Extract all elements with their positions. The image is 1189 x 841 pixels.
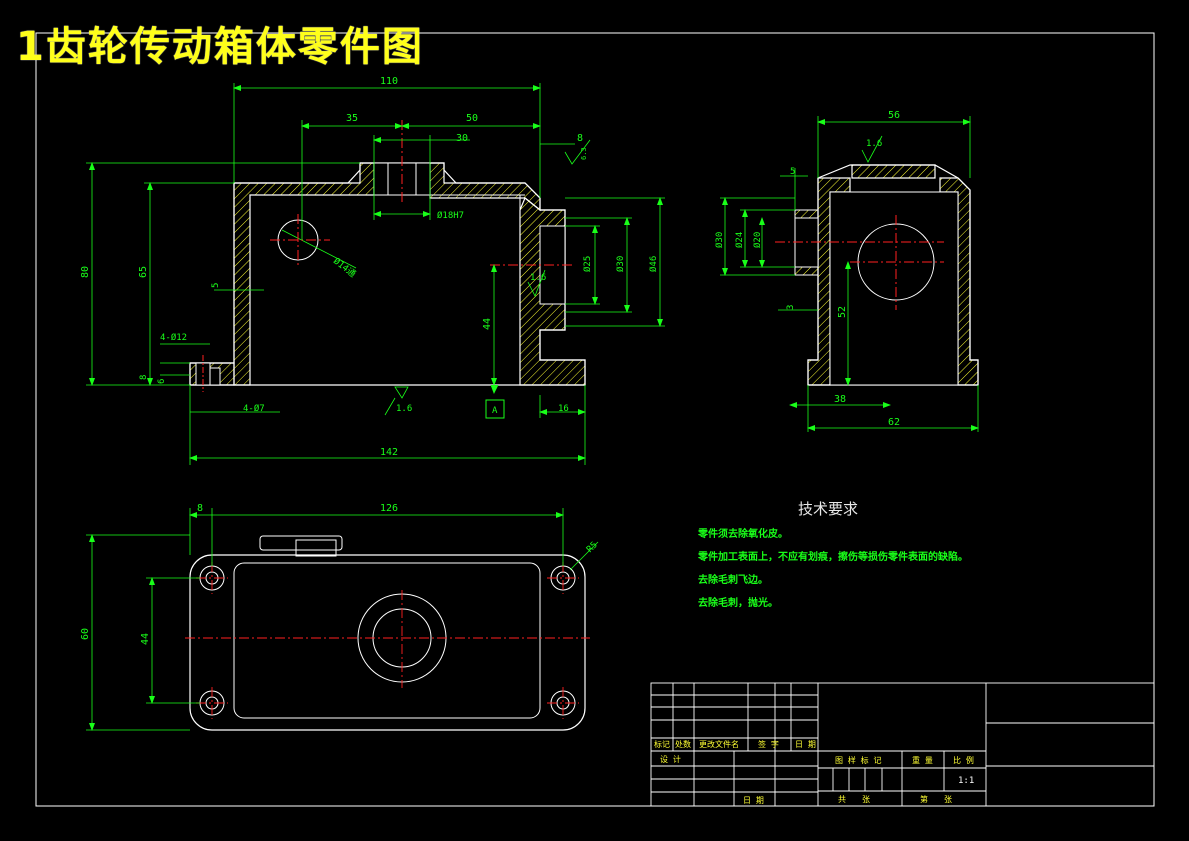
title-block [650, 682, 1155, 807]
tb-scale-label: 比 例 [953, 755, 974, 765]
tb-stage-marks: 图 样 标 记 [835, 755, 881, 765]
datum-label: A [492, 406, 498, 416]
dim-46: Ø46 [648, 256, 659, 272]
dim-50: 50 [466, 113, 478, 124]
dim-18h7: Ø18H7 [437, 210, 464, 221]
tech-requirement-line: 零件加工表面上，不应有划痕，擦伤等损伤零件表面的缺陷。 [698, 552, 968, 563]
dim-35: 35 [346, 113, 358, 124]
tb-sheet-no: 第 张 [920, 794, 952, 804]
dim-80: 80 [80, 266, 91, 278]
side-dim-38: 38 [834, 394, 846, 405]
tech-requirements-title: 技术要求 [798, 500, 859, 518]
dim-142: 142 [380, 447, 398, 458]
dim-rough-sym: 6.3 [580, 147, 588, 160]
tb-scale-value: 1:1 [958, 776, 974, 786]
dim-8-top: 8 [577, 133, 583, 144]
tb-col-count: 处数 [675, 739, 691, 749]
top-dim-8: 8 [197, 503, 203, 514]
tb-weight: 重 量 [912, 755, 933, 765]
side-view: 56 1.6 5 Ø30 Ø24 Ø20 3 52 38 62 [714, 110, 979, 432]
side-dim-5: 5 [790, 167, 795, 177]
tb-col-date: 日 期 [795, 740, 816, 749]
rough-bottom: 1.6 [396, 404, 412, 414]
side-rough: 1.6 [866, 139, 882, 149]
side-dim-56: 56 [888, 110, 900, 121]
front-view: 110 35 50 30 8 6.3 Ø18H7 Ø14通 80 65 5 4-… [80, 76, 665, 465]
top-view: 8 126 R5 60 44 [80, 503, 600, 731]
tb-col-file: 更改文件名 [699, 739, 739, 749]
dim-6: 6 [157, 379, 167, 384]
side-dim-62: 62 [888, 417, 900, 428]
datum-box [485, 399, 505, 419]
dim-25: Ø25 [582, 256, 593, 272]
dim-30: 30 [456, 133, 468, 144]
tech-requirement-line: 零件须去除氧化皮。 [698, 529, 788, 540]
sheet-border [35, 32, 1155, 807]
tb-design: 设 计 [660, 754, 681, 764]
dim-44: 44 [482, 318, 493, 330]
top-dim-126: 126 [380, 503, 398, 514]
tb-col-mark: 标记 [654, 739, 670, 749]
tb-date: 日 期 [743, 796, 764, 805]
technical-requirements: 技术要求 零件须去除氧化皮。 零件加工表面上，不应有划痕，擦伤等损伤零件表面的缺… [698, 498, 968, 615]
dim-4x7: 4-Ø7 [243, 403, 265, 414]
dim-30v: Ø30 [615, 256, 626, 272]
side-dim-3: 3 [786, 305, 796, 310]
dim-5: 5 [211, 283, 221, 288]
side-dim-20: Ø20 [752, 232, 763, 248]
dim-8-left: 8 [139, 375, 149, 380]
side-dim-52: 52 [837, 306, 848, 318]
top-dim-44: 44 [140, 633, 151, 645]
side-dim-24: Ø24 [734, 232, 745, 248]
side-dim-30: Ø30 [714, 232, 725, 248]
dim-4x12: 4-Ø12 [160, 332, 187, 343]
tech-requirement-line: 去除毛刺，抛光。 [698, 598, 778, 609]
drawing-title: 1齿轮传动箱体零件图 [16, 24, 424, 70]
tb-sheet-total: 共 张 [838, 795, 870, 804]
tech-requirement-line: 去除毛刺飞边。 [698, 575, 768, 586]
top-dim-60: 60 [80, 628, 91, 640]
dim-65: 65 [138, 266, 149, 278]
rough-mid: 1.6 [530, 273, 546, 283]
dim-16: 16 [558, 404, 569, 414]
dim-110: 110 [380, 76, 398, 87]
tb-col-sign: 签 字 [758, 739, 779, 749]
dim-14: Ø14通 [331, 256, 358, 280]
